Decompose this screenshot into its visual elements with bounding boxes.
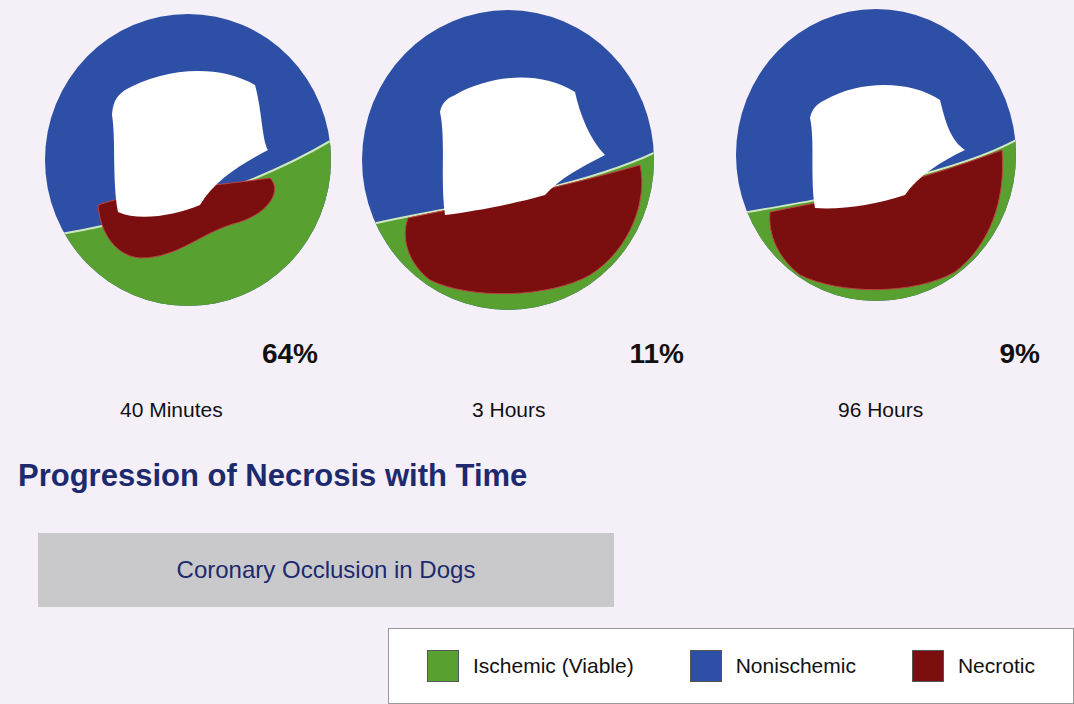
percent-viable: 11% xyxy=(630,338,685,370)
time-label: 3 Hours xyxy=(472,398,546,422)
legend-box: Ischemic (Viable) Nonischemic Necrotic xyxy=(388,628,1074,704)
legend-swatch xyxy=(427,650,459,682)
percent-viable: 64% xyxy=(262,338,318,370)
section-3-h xyxy=(355,10,660,320)
legend-item: Nonischemic xyxy=(690,650,856,682)
time-label: 40 Minutes xyxy=(120,398,223,422)
section-40-min xyxy=(30,14,340,320)
percent-viable: 9% xyxy=(1000,338,1040,370)
time-label: 96 Hours xyxy=(838,398,923,422)
legend-text: Nonischemic xyxy=(736,654,856,678)
subtitle-band: Coronary Occlusion in Dogs xyxy=(38,533,614,607)
legend-item: Necrotic xyxy=(912,650,1035,682)
diagram-title: Progression of Necrosis with Time xyxy=(18,458,527,494)
legend-item: Ischemic (Viable) xyxy=(427,650,634,682)
section-96-h xyxy=(730,9,1020,310)
legend-swatch xyxy=(690,650,722,682)
subtitle-text: Coronary Occlusion in Dogs xyxy=(177,556,476,584)
legend-text: Necrotic xyxy=(958,654,1035,678)
legend-text: Ischemic (Viable) xyxy=(473,654,634,678)
legend-swatch xyxy=(912,650,944,682)
